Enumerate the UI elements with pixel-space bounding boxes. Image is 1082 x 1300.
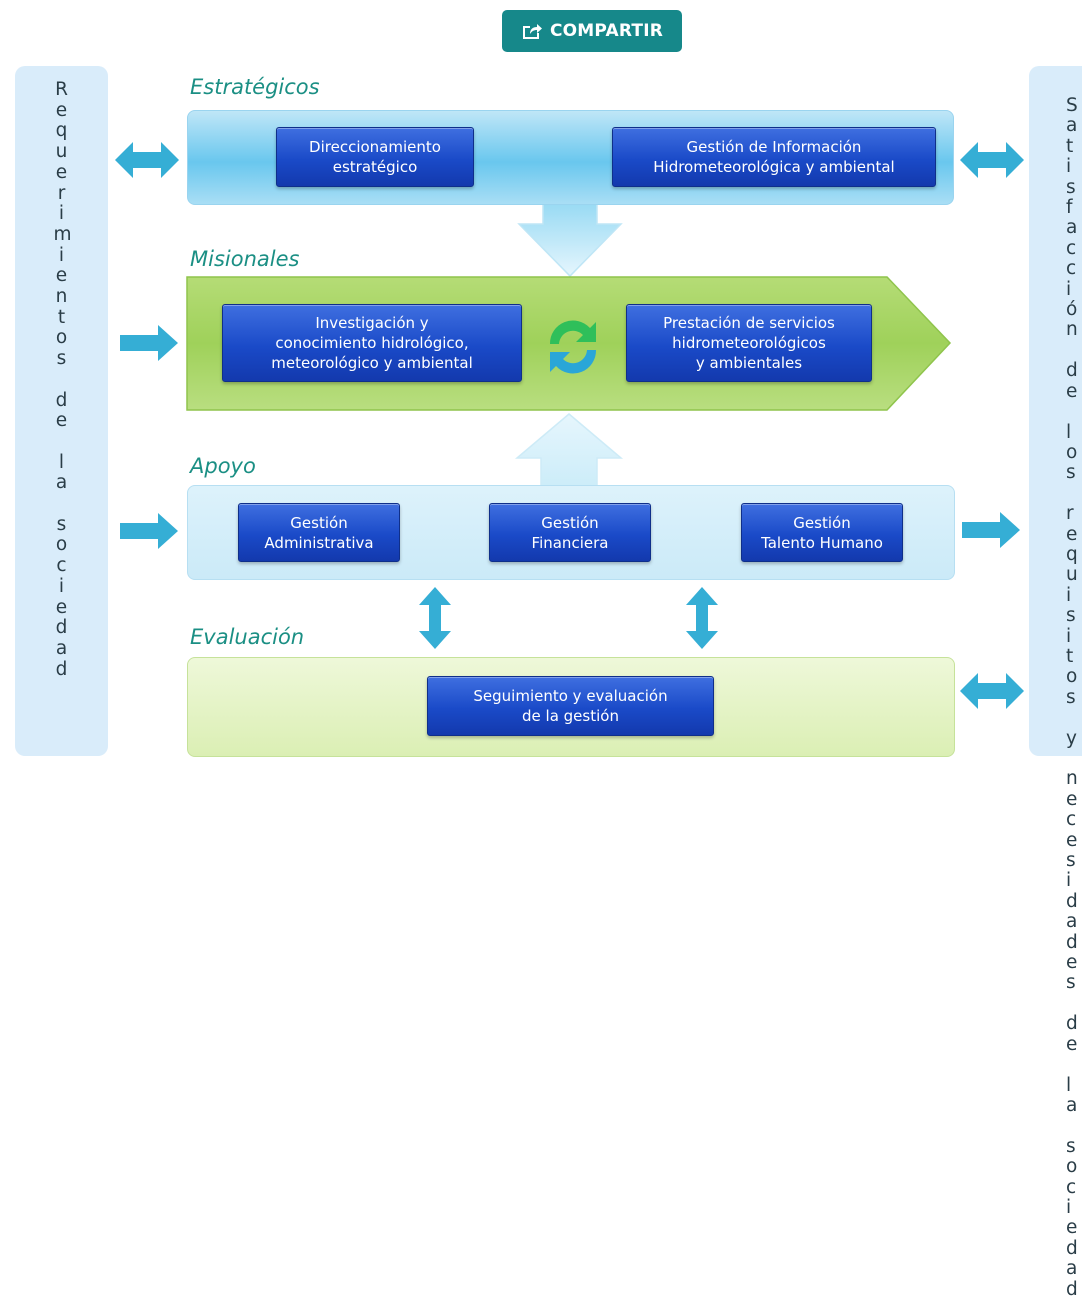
- box-investigacion[interactable]: Investigación y conocimiento hidrológico…: [222, 304, 522, 382]
- box-seguimiento-evaluacion[interactable]: Seguimiento y evaluación de la gestión: [427, 676, 714, 736]
- left-arrow-apoyo: [120, 513, 178, 549]
- left-double-arrow-estrategicos: [115, 142, 179, 178]
- cycle-arrows-icon: [549, 320, 597, 374]
- right-double-arrow-evaluacion: [960, 673, 1024, 709]
- box-gestion-talento-humano[interactable]: Gestión Talento Humano: [741, 503, 903, 562]
- right-arrow-apoyo: [962, 512, 1020, 548]
- section-title-misionales: Misionales: [190, 247, 300, 271]
- share-button[interactable]: COMPARTIR: [502, 10, 682, 52]
- left-arrow-misionales: [120, 325, 178, 361]
- share-button-label: COMPARTIR: [549, 21, 664, 41]
- vertical-double-arrow-right: [686, 587, 718, 649]
- box-gestion-informacion[interactable]: Gestión de Información Hidrometeorológic…: [612, 127, 936, 187]
- box-gestion-financiera[interactable]: Gestión Financiera: [489, 503, 651, 562]
- share-icon: [522, 24, 542, 39]
- box-prestacion-servicios[interactable]: Prestación de servicios hidrometeorológi…: [626, 304, 872, 382]
- box-direccionamiento-estrategico[interactable]: Direccionamiento estratégico: [276, 127, 474, 187]
- right-double-arrow-estrategicos: [960, 142, 1024, 178]
- vertical-double-arrow-left: [419, 587, 451, 649]
- section-title-evaluacion: Evaluación: [190, 625, 305, 649]
- section-title-apoyo: Apoyo: [190, 454, 256, 478]
- section-title-estrategicos: Estratégicos: [190, 75, 320, 99]
- box-gestion-administrativa[interactable]: Gestión Administrativa: [238, 503, 400, 562]
